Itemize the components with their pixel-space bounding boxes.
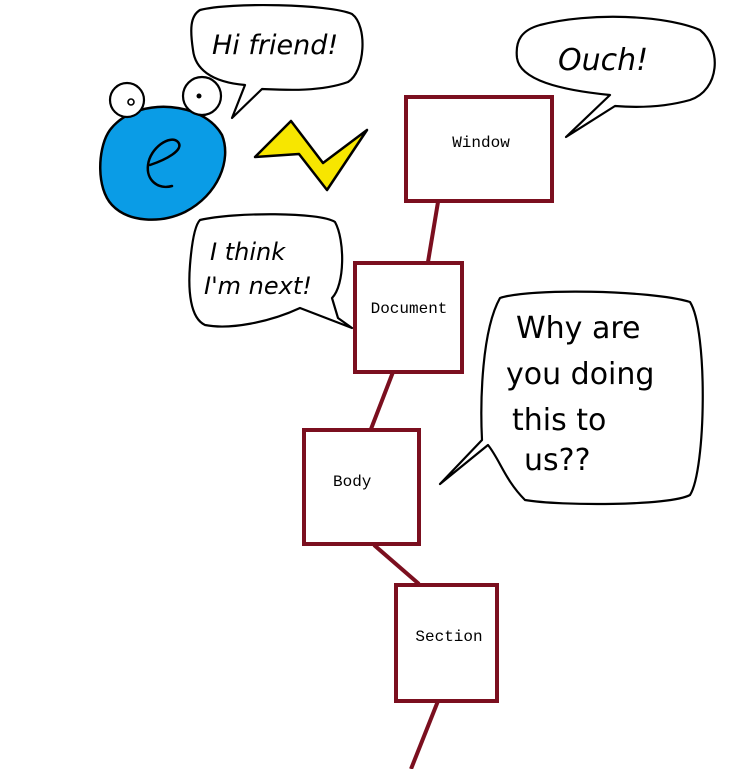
speech-bubble-mascot: Hi friend! (190, 3, 364, 120)
mascot-letter-label: e (0, 0, 1, 1)
connector-section-offpage (409, 700, 440, 769)
mascot-letter-e (146, 138, 181, 189)
mascot-eye-right (181, 75, 223, 117)
mascot-pupil-left (127, 98, 135, 106)
speech-body-line-3: this to (512, 403, 606, 438)
node-body: Body (302, 428, 421, 546)
speech-document-line-1: I think (210, 238, 286, 266)
node-document-box (353, 261, 464, 374)
node-section-label: Section (415, 628, 482, 646)
speech-mascot-line-1: Hi friend! (212, 30, 338, 61)
node-document: Document (353, 261, 464, 374)
node-window: Window (404, 95, 554, 203)
speech-bubble-body-shape (438, 290, 704, 506)
speech-bubble-window-shape (515, 15, 716, 139)
connector-body-section (372, 543, 421, 586)
connector-document-body (369, 371, 395, 430)
mascot-body (99, 105, 227, 221)
speech-body-line-4: us?? (524, 443, 591, 478)
speech-bubble-document: I think I'm next! (188, 213, 354, 330)
node-document-label: Document (371, 300, 448, 318)
node-window-box (404, 95, 554, 203)
speech-bubble-document-shape (188, 213, 354, 330)
node-window-label: Window (452, 134, 510, 152)
mascot-eye-left (108, 81, 146, 119)
speech-document-line-2: I'm next! (204, 272, 312, 300)
lightning-bolt-icon (253, 119, 369, 192)
node-section: Section (394, 583, 499, 703)
speech-bubble-body: Why are you doing this to us?? (438, 290, 704, 506)
speech-window-line-1: Ouch! (558, 43, 648, 78)
speech-body-line-2: you doing (506, 357, 654, 392)
mascot-pupil-right (196, 93, 202, 99)
node-body-label: Body (333, 473, 372, 491)
connectors (369, 201, 440, 769)
node-body-box (302, 428, 421, 546)
connector-window-document (426, 201, 440, 263)
speech-bubble-mascot-shape (190, 3, 364, 120)
speech-body-line-1: Why are (516, 311, 640, 346)
speech-bubble-window: Ouch! (515, 15, 716, 139)
cartoon-e-mascot-icon: e (0, 0, 227, 221)
node-section-box (394, 583, 499, 703)
